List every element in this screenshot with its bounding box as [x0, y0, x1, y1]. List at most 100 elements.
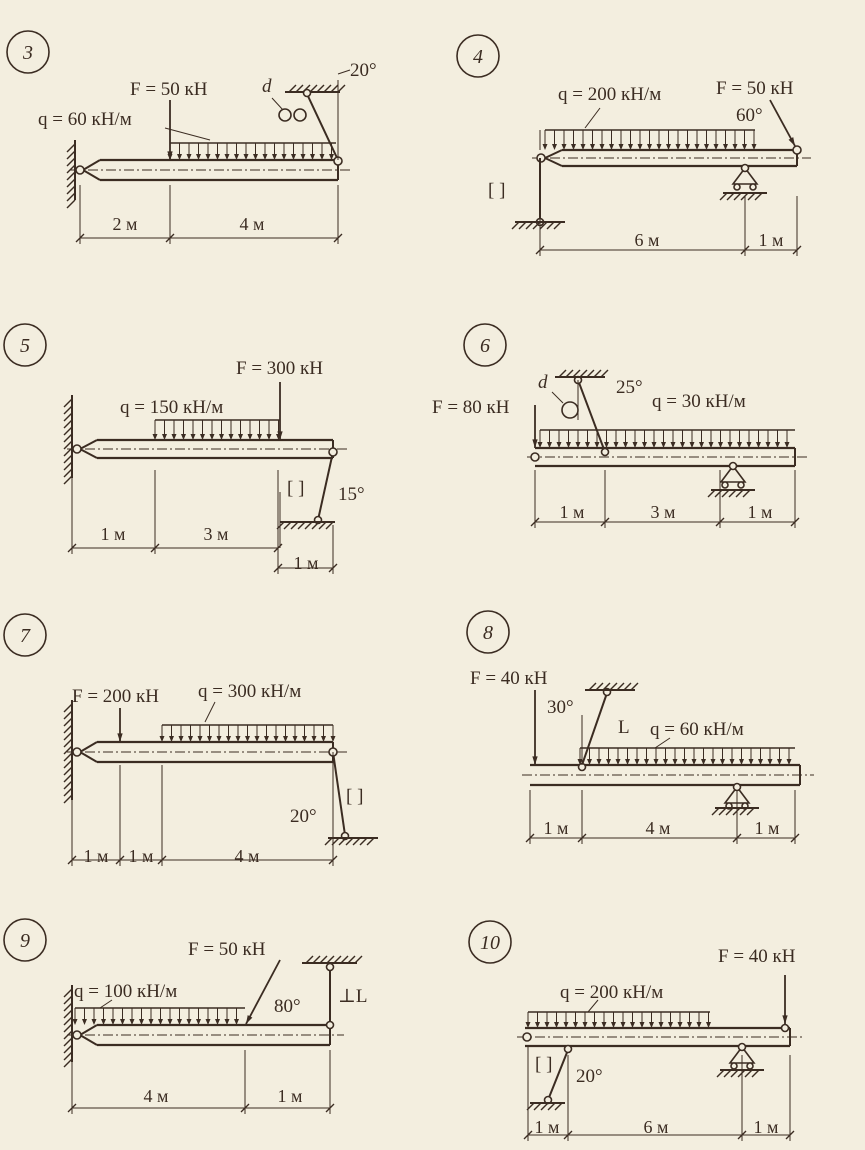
load-arrow-head — [158, 1019, 163, 1025]
beam-edge — [82, 159, 101, 171]
hatch-line — [726, 192, 735, 201]
load-arrow-head — [739, 759, 744, 765]
angle-label: 30° — [547, 697, 574, 718]
dimension-label: 2 м — [113, 214, 138, 234]
load-arrow-head — [238, 434, 243, 440]
hatch-line — [63, 773, 73, 783]
load-arrow-head — [224, 1019, 230, 1025]
load-arrow-head — [169, 736, 174, 742]
load-arrow-head — [777, 759, 782, 765]
load-arrow-head — [687, 1022, 692, 1028]
load-arrow-head — [110, 1019, 116, 1025]
load-arrow-head — [254, 736, 260, 742]
hatch-line — [63, 745, 73, 755]
leader-line — [164, 127, 211, 141]
angle-label: 15° — [338, 484, 365, 505]
beam-edge — [79, 1034, 98, 1046]
load-arrow-head — [226, 736, 231, 742]
load-arrow-head — [139, 1019, 144, 1025]
leader-line — [271, 97, 284, 111]
pin — [75, 165, 85, 175]
dimension-label: 1 м — [278, 1086, 303, 1106]
dimension-label: 1 м — [101, 524, 126, 544]
load-arrow-head — [765, 442, 771, 448]
load-arrow-head — [685, 144, 690, 150]
hatch-line — [63, 1051, 73, 1061]
beam-edge — [79, 1024, 98, 1036]
force-label: F = 300 кН — [236, 358, 323, 379]
load-arrow-head — [644, 759, 649, 765]
load-arrow-head — [272, 154, 277, 160]
hatch-line — [63, 759, 73, 769]
load-label: q = 300 кН/м — [198, 681, 301, 702]
load-arrow-head — [585, 442, 590, 448]
pin — [530, 452, 540, 462]
load-arrow-head — [701, 759, 706, 765]
load-arrow-head — [209, 434, 215, 440]
load-arrow-head — [188, 736, 193, 742]
load-arrow-head — [751, 144, 757, 150]
hatch-line — [63, 780, 73, 790]
problem-number: 10 — [480, 932, 500, 954]
hatch-line — [728, 489, 737, 498]
hatch-line — [609, 682, 618, 691]
dimension-label: 1 м — [755, 818, 780, 838]
force-label: F = 40 кН — [470, 668, 548, 689]
hatch-line — [63, 405, 73, 415]
dimension-label: 3 м — [204, 524, 229, 544]
load-arrow-head — [537, 442, 543, 448]
pin — [792, 145, 802, 155]
hatch-line — [623, 682, 632, 691]
hatch-line — [63, 440, 73, 450]
load-arrow-head — [186, 154, 192, 160]
hatch-line — [63, 995, 73, 1005]
dimension-label: 1 м — [748, 502, 773, 522]
hatch-line — [733, 192, 742, 201]
load-arrow-head — [575, 442, 581, 448]
hatch-line — [318, 521, 327, 530]
hatch-line — [63, 710, 73, 720]
load-arrow-head — [235, 736, 241, 742]
load-arrow-head — [628, 144, 633, 150]
hatch-line — [312, 955, 321, 964]
hatch-line — [730, 1069, 739, 1078]
load-arrow-head — [625, 759, 630, 765]
load-label: q = 150 кН/м — [120, 397, 223, 418]
hatch-line — [588, 682, 597, 691]
load-arrow-head — [216, 736, 222, 742]
hatch-line — [63, 1044, 73, 1054]
load-arrow-head — [775, 442, 780, 448]
dimension-label: 4 м — [144, 1086, 169, 1106]
load-arrow-head — [205, 154, 211, 160]
hatch-line — [63, 426, 73, 436]
hatch-line — [304, 521, 313, 530]
hatch-line — [63, 398, 73, 408]
hatch-line — [359, 837, 368, 846]
load-arrow-head — [573, 1022, 578, 1028]
hatch-line — [723, 1069, 732, 1078]
problem-3: 3 F = 50 кН q = 60 кН/м 20° d 2 м 4 м — [22, 42, 377, 234]
hatch-line — [565, 369, 574, 378]
load-arrow-head — [732, 144, 738, 150]
angle-label: 20° — [350, 60, 377, 81]
hatch-line — [66, 199, 76, 209]
hatch-line — [511, 221, 520, 230]
problem-number: 4 — [473, 46, 483, 68]
load-arrow-head — [696, 1022, 702, 1028]
load-arrow-head — [767, 759, 773, 765]
hatch-line — [66, 178, 76, 188]
load-arrow-head — [623, 442, 628, 448]
load-arrow-head — [699, 442, 704, 448]
load-arrow-head — [281, 154, 287, 160]
load-arrow-head — [196, 154, 201, 160]
load-arrow-head — [207, 736, 212, 742]
load-arrow-head — [82, 1019, 87, 1025]
load-arrow-head — [656, 144, 662, 150]
load-arrow-head — [727, 442, 733, 448]
hatch-line — [63, 454, 73, 464]
load-arrow-head — [653, 759, 659, 765]
section-label: ⊥L — [338, 986, 367, 1007]
load-arrow-head — [786, 759, 792, 765]
problem-number: 9 — [20, 930, 30, 952]
